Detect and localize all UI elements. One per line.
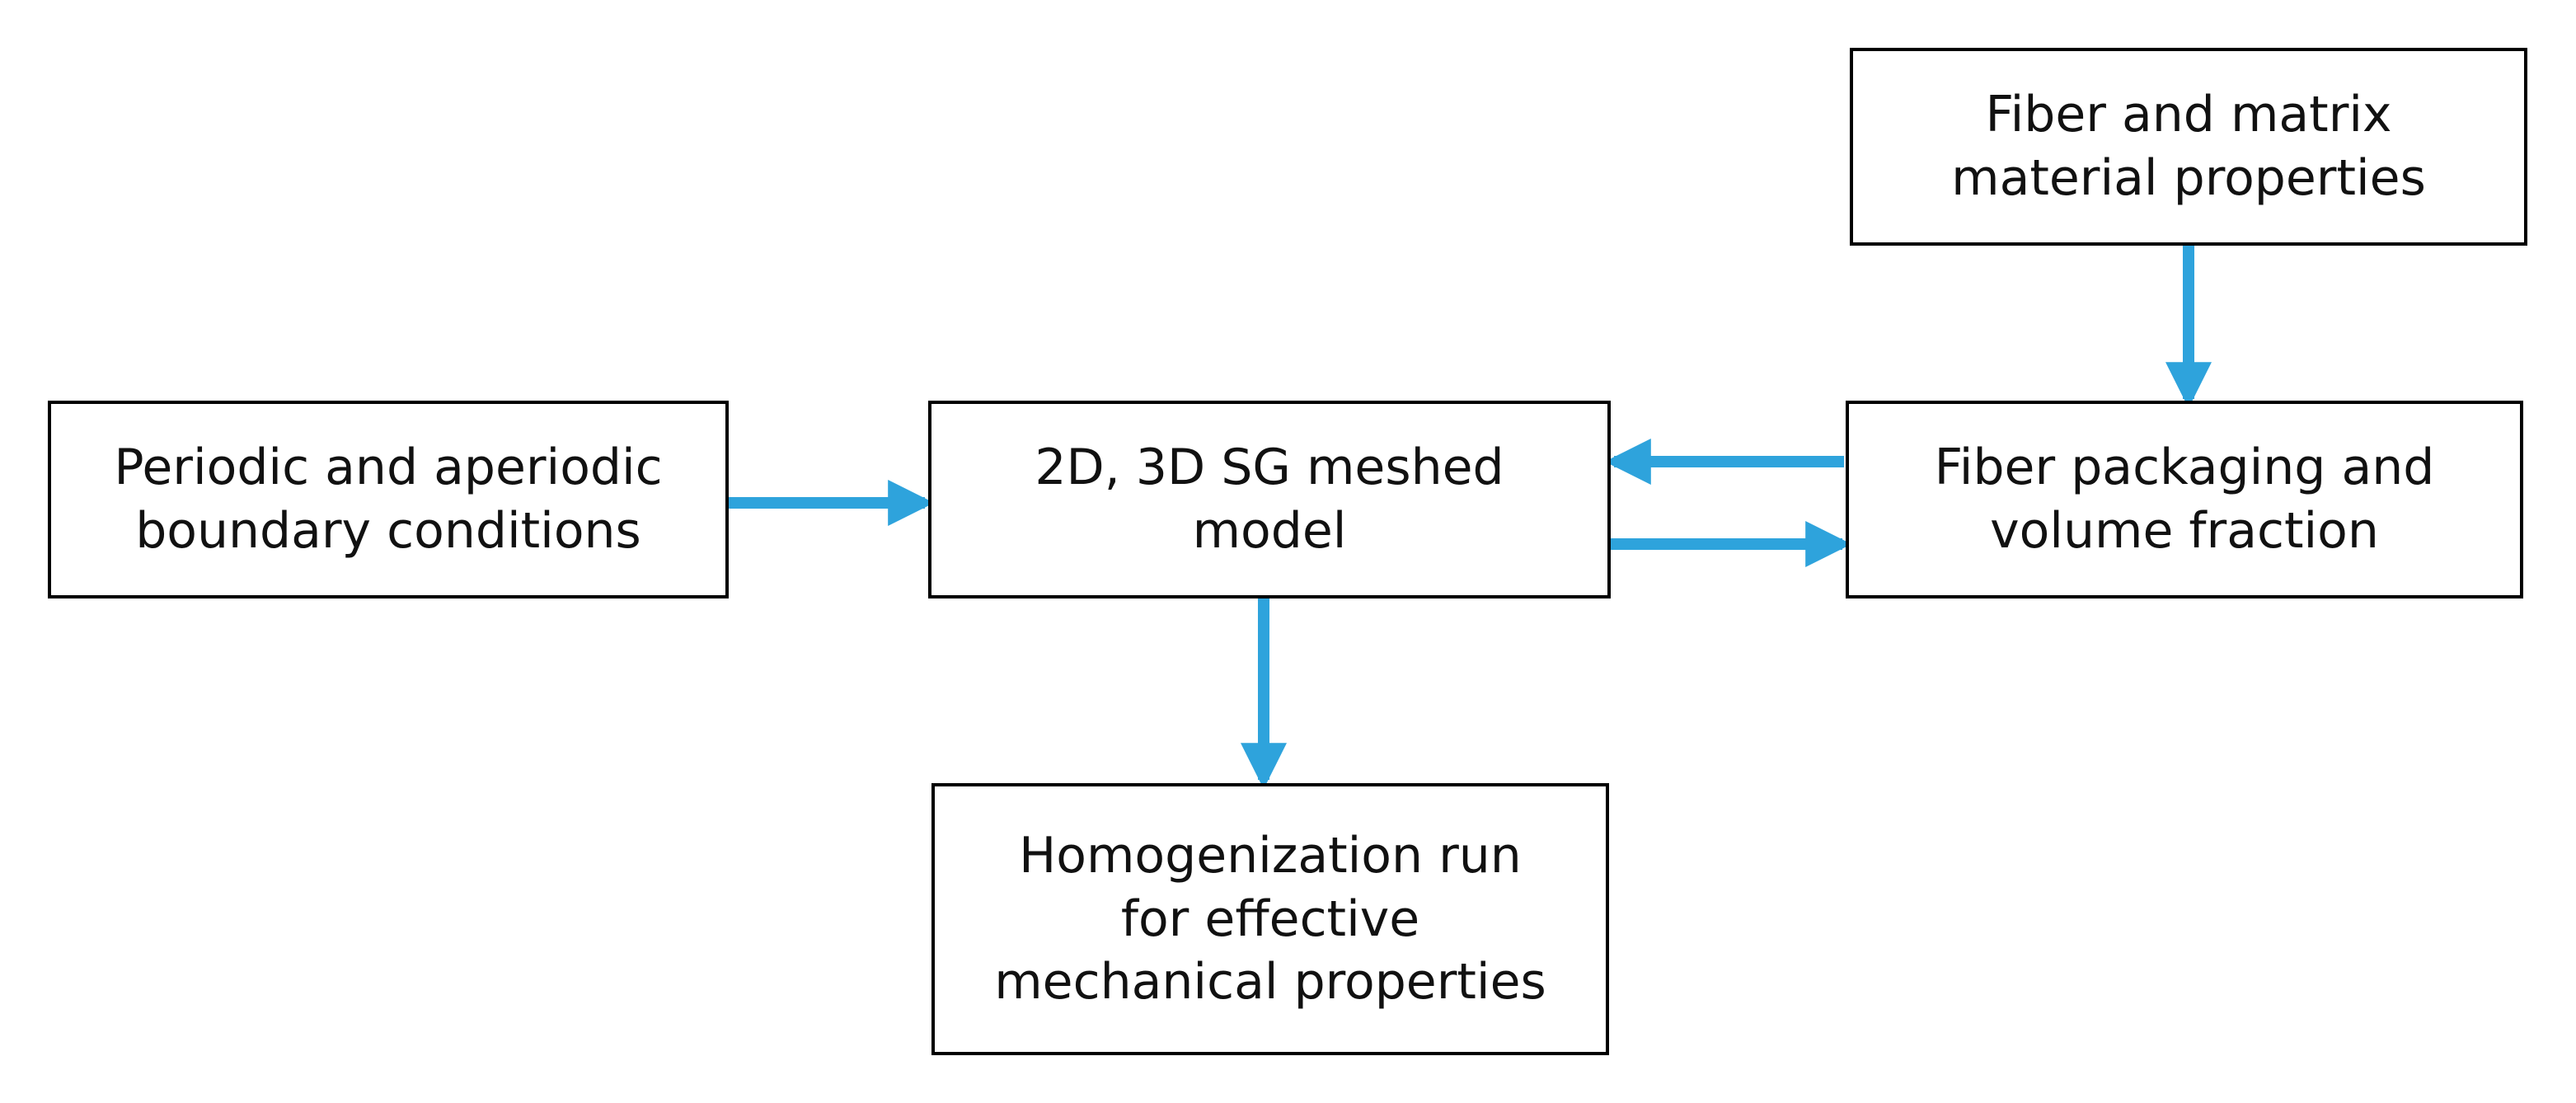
node-homogenization-run: Homogenization run for effective mechani… xyxy=(931,783,1609,1055)
node-label-line: material properties xyxy=(1951,149,2426,207)
node-label-line: Fiber packaging and xyxy=(1934,439,2435,497)
node-label-line: Periodic and aperiodic xyxy=(114,439,663,497)
node-label-line: Fiber and matrix xyxy=(1985,86,2392,144)
node-boundary-conditions: Periodic and aperiodic boundary conditio… xyxy=(48,401,729,598)
node-label-line: Homogenization run xyxy=(1019,826,1522,885)
node-label-line: mechanical properties xyxy=(994,953,1546,1011)
node-label-line: 2D, 3D SG meshed xyxy=(1035,439,1504,497)
node-label-line: boundary conditions xyxy=(135,502,641,560)
node-label-line: model xyxy=(1192,502,1347,560)
node-fiber-matrix-properties: Fiber and matrix material properties xyxy=(1850,48,2527,246)
node-label-line: for effective xyxy=(1120,889,1420,948)
node-fiber-packaging: Fiber packaging and volume fraction xyxy=(1846,401,2523,598)
node-meshed-model: 2D, 3D SG meshed model xyxy=(928,401,1611,598)
node-label-line: volume fraction xyxy=(1990,502,2379,560)
